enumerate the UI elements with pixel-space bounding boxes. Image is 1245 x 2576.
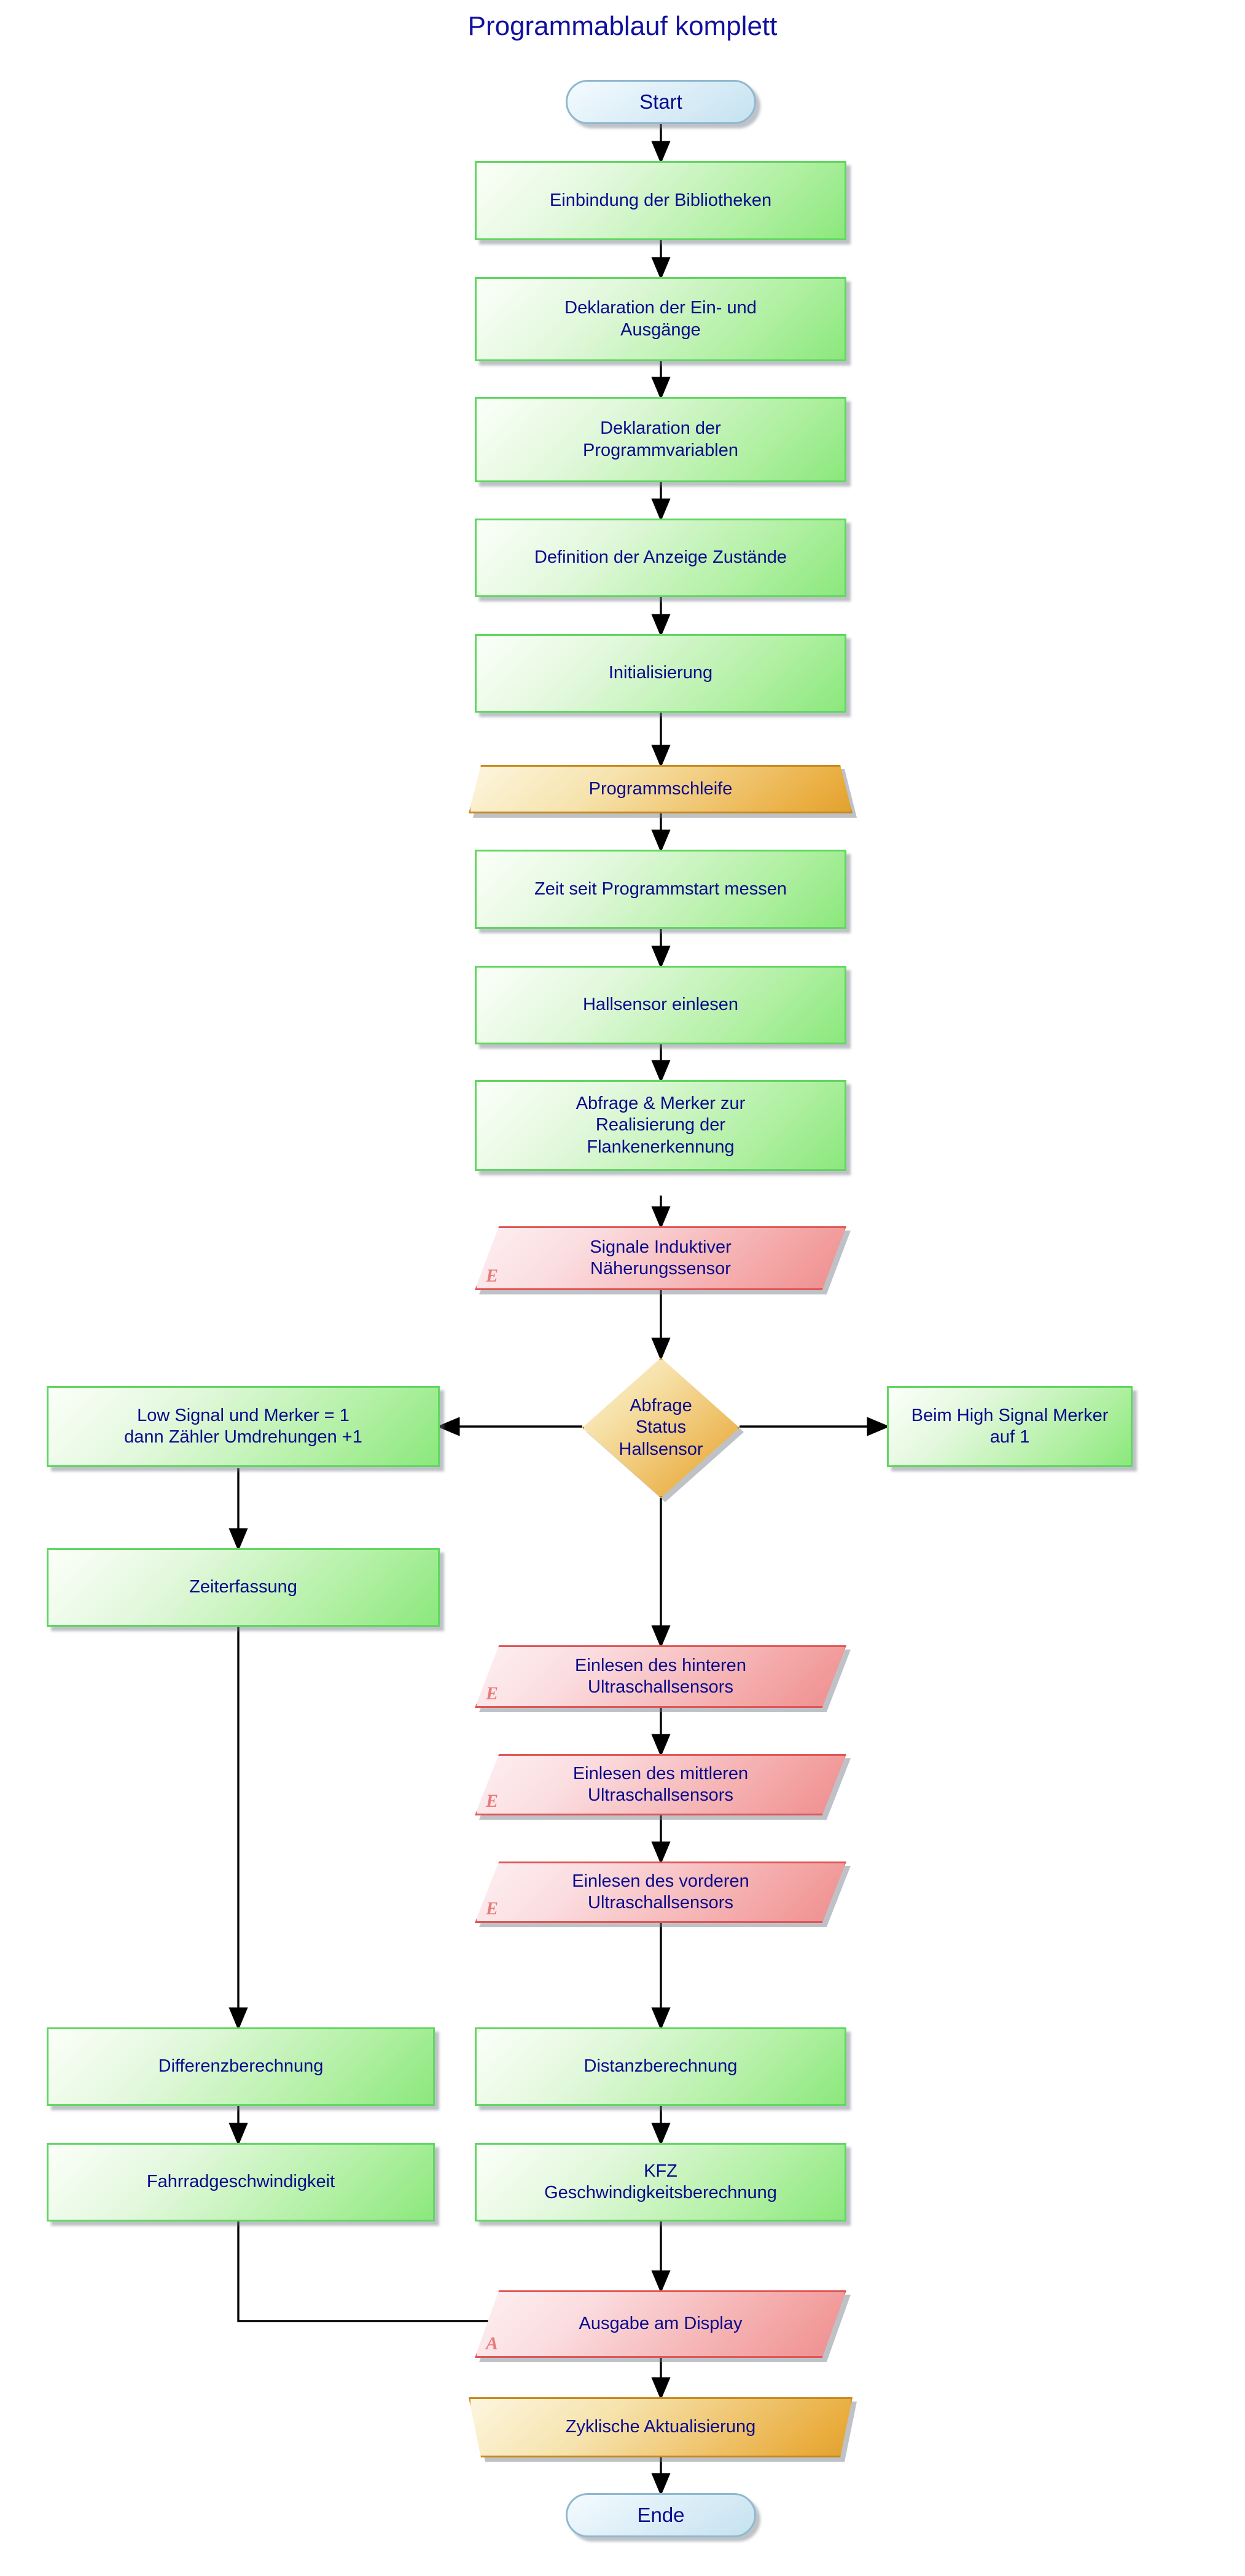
io-tag-input: E <box>486 1683 499 1704</box>
node-programmschleife[interactable]: Programmschleife <box>469 765 857 818</box>
node-high-signal-merker-label: Beim High Signal Merker auf 1 <box>911 1405 1109 1447</box>
node-induktiver-naeherungssensor[interactable]: Signale Induktiver Näherungssensor E <box>475 1226 851 1294</box>
node-ultraschall-mitte-label: Einlesen des mittleren Ultraschallsensor… <box>572 1763 749 1805</box>
node-ende-label: Ende <box>637 2503 685 2526</box>
io-parallelogram-shape <box>475 1645 846 1708</box>
node-flankenerkennung[interactable]: Abfrage & Merker zur Realisierung der Fl… <box>475 1080 846 1171</box>
io-tag-output: A <box>486 2333 499 2354</box>
node-ende[interactable]: Ende <box>566 2493 756 2537</box>
node-differenzberechnung[interactable]: Differenzberechnung <box>47 2027 435 2106</box>
io-tag-input: E <box>486 1898 499 1919</box>
node-einbindung-bibliotheken-label: Einbindung der Bibliotheken <box>549 190 772 210</box>
node-ausgabe-am-display-label: Ausgabe am Display <box>579 2314 743 2334</box>
node-abfrage-status-hallsensor-label: Abfrage Status Hallsensor <box>619 1395 703 1459</box>
node-hallsensor-einlesen[interactable]: Hallsensor einlesen <box>475 966 846 1044</box>
node-ausgabe-am-display[interactable]: Ausgabe am Display A <box>475 2290 851 2362</box>
node-ultraschall-vorne[interactable]: Einlesen des vorderen Ultraschallsensors… <box>475 1862 851 1927</box>
node-low-signal-merker-label: Low Signal und Merker = 1 dann Zähler Um… <box>124 1405 362 1447</box>
loop-start-shape <box>469 765 853 813</box>
node-fahrradgeschwindigkeit[interactable]: Fahrradgeschwindigkeit <box>47 2143 435 2222</box>
node-fahrradgeschwindigkeit-label: Fahrradgeschwindigkeit <box>146 2172 335 2192</box>
io-tag-input: E <box>486 1791 499 1812</box>
node-differenzberechnung-label: Differenzberechnung <box>158 2056 324 2077</box>
node-high-signal-merker[interactable]: Beim High Signal Merker auf 1 <box>887 1386 1133 1467</box>
node-definition-anzeige-zustaende[interactable]: Definition der Anzeige Zustände <box>475 519 846 597</box>
node-initialisierung[interactable]: Initialisierung <box>475 634 846 713</box>
node-induktiver-naeherungssensor-label: Signale Induktiver Näherungssensor <box>590 1237 732 1278</box>
node-ultraschall-hinten[interactable]: Einlesen des hinteren Ultraschallsensors… <box>475 1645 851 1712</box>
node-flankenerkennung-label: Abfrage & Merker zur Realisierung der Fl… <box>576 1093 746 1157</box>
node-einbindung-bibliotheken[interactable]: Einbindung der Bibliotheken <box>475 161 846 240</box>
node-ultraschall-mitte[interactable]: Einlesen des mittleren Ultraschallsensor… <box>475 1754 851 1820</box>
node-deklaration-ein-ausgaenge[interactable]: Deklaration der Ein- und Ausgänge <box>475 277 846 361</box>
node-ultraschall-vorne-label: Einlesen des vorderen Ultraschallsensors <box>572 1871 749 1912</box>
node-zeit-seit-programmstart-label: Zeit seit Programmstart messen <box>534 879 787 899</box>
page-title: Programmablauf komplett <box>467 11 778 41</box>
node-distanzberechnung-label: Distanzberechnung <box>583 2056 738 2077</box>
node-zyklische-aktualisierung[interactable]: Zyklische Aktualisierung <box>469 2397 857 2462</box>
node-start-label: Start <box>639 90 682 113</box>
io-tag-input: E <box>486 1266 499 1286</box>
node-programmschleife-label: Programmschleife <box>588 778 733 799</box>
node-zyklische-aktualisierung-label: Zyklische Aktualisierung <box>565 2417 756 2437</box>
node-kfz-geschwindigkeitsberechnung-label: KFZ Geschwindigkeitsberechnung <box>544 2161 777 2202</box>
node-start[interactable]: Start <box>566 80 756 124</box>
node-deklaration-programmvariablen[interactable]: Deklaration der Programmvariablen <box>475 397 846 482</box>
node-deklaration-programmvariablen-label: Deklaration der Programmvariablen <box>582 418 739 460</box>
node-initialisierung-label: Initialisierung <box>608 663 713 683</box>
node-zeit-seit-programmstart[interactable]: Zeit seit Programmstart messen <box>475 850 846 929</box>
node-low-signal-merker[interactable]: Low Signal und Merker = 1 dann Zähler Um… <box>47 1386 440 1467</box>
node-zeiterfassung[interactable]: Zeiterfassung <box>47 1548 440 1627</box>
node-zeiterfassung-label: Zeiterfassung <box>189 1577 297 1597</box>
node-definition-anzeige-zustaende-label: Definition der Anzeige Zustände <box>534 547 787 568</box>
node-deklaration-ein-ausgaenge-label: Deklaration der Ein- und Ausgänge <box>564 298 757 340</box>
node-distanzberechnung[interactable]: Distanzberechnung <box>475 2027 846 2106</box>
node-abfrage-status-hallsensor[interactable]: Abfrage Status Hallsensor <box>582 1358 744 1502</box>
node-kfz-geschwindigkeitsberechnung[interactable]: KFZ Geschwindigkeitsberechnung <box>475 2143 846 2222</box>
node-hallsensor-einlesen-label: Hallsensor einlesen <box>582 995 739 1015</box>
node-ultraschall-hinten-label: Einlesen des hinteren Ultraschallsensors <box>575 1655 746 1697</box>
